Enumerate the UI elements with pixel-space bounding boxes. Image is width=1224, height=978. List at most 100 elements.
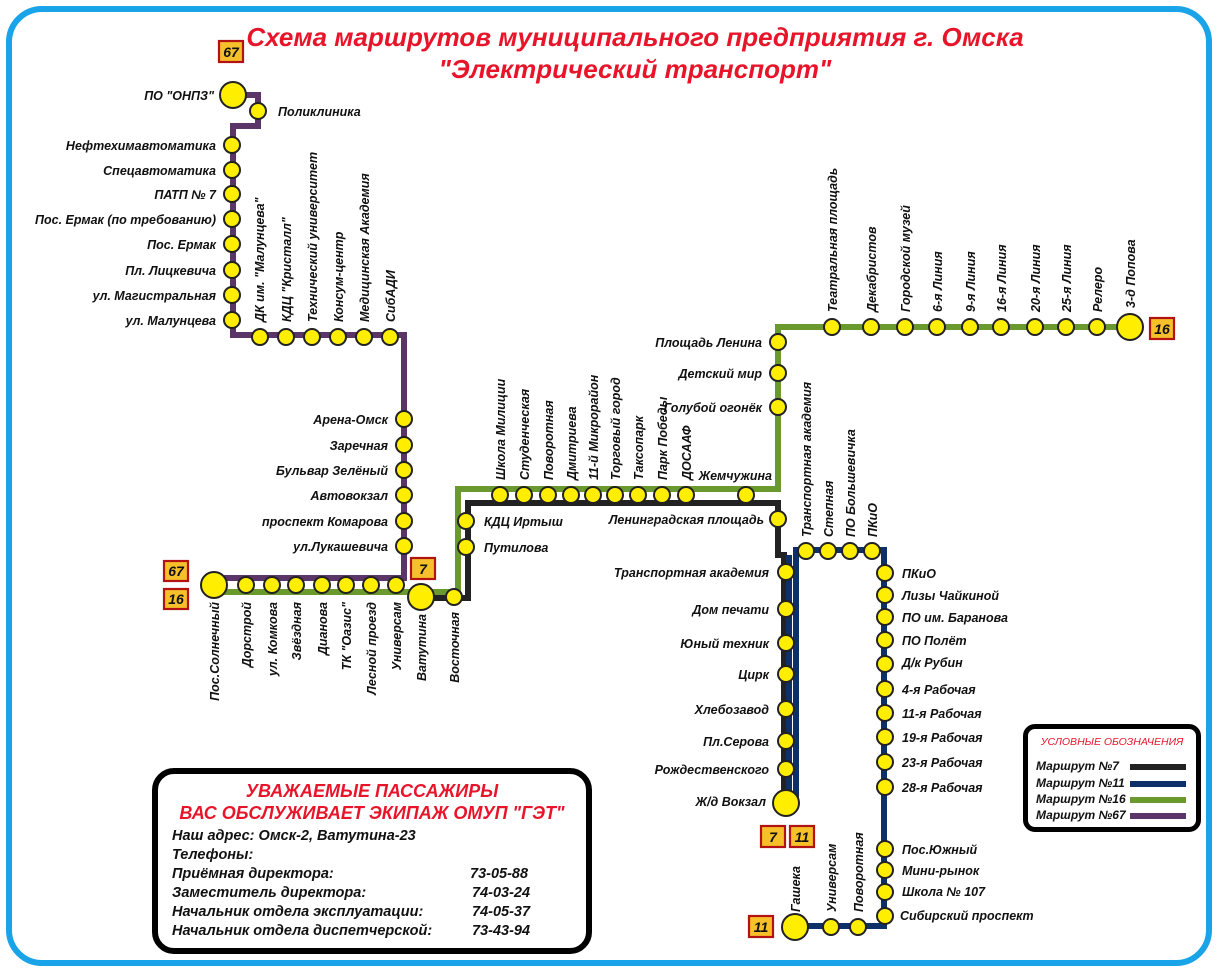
stop-lukashevicha[interactable] [395, 537, 413, 555]
stop-sibadi[interactable] [381, 328, 399, 346]
contact-phone: 74-05-37 [472, 904, 531, 920]
stop-med-acad[interactable] [355, 328, 373, 346]
stop-popova[interactable] [1116, 313, 1144, 341]
stop-transp-acad[interactable] [777, 563, 795, 581]
stop-zvezdnaya[interactable] [287, 576, 305, 594]
stop-sib-prosp[interactable] [876, 907, 894, 925]
stop-ermak-req[interactable] [223, 210, 241, 228]
stop-ermak[interactable] [223, 235, 241, 253]
label-neftehim: Нефтехимавтоматика [66, 139, 216, 153]
stop-l9[interactable] [961, 318, 979, 336]
stop-po-polet[interactable] [876, 631, 894, 649]
stop-maluntseva[interactable] [223, 311, 241, 329]
stop-cirk[interactable] [777, 665, 795, 683]
stop-mini-rynok[interactable] [876, 861, 894, 879]
stop-detsky-mir[interactable] [769, 364, 787, 382]
stop-povorotnaya2[interactable] [849, 918, 867, 936]
stop-shkola-milicii[interactable] [491, 486, 509, 504]
label-r11: 11-я Рабочая [902, 707, 982, 721]
stop-specavto[interactable] [223, 161, 241, 179]
stop-zarechnaya[interactable] [395, 436, 413, 454]
stop-yuny-tehnik[interactable] [777, 634, 795, 652]
stop-dk-maluntseva[interactable] [251, 328, 269, 346]
label-patp7: ПАТП № 7 [154, 188, 217, 202]
svg-text:16: 16 [1154, 321, 1170, 337]
stop-povorotnaya[interactable] [539, 486, 557, 504]
stop-stepnaya[interactable] [819, 542, 837, 560]
stop-shkola107[interactable] [876, 883, 894, 901]
label-shkola107: Школа № 107 [902, 885, 986, 899]
stop-komkova[interactable] [263, 576, 281, 594]
stop-kdc-kristall[interactable] [277, 328, 295, 346]
stop-zhemchuzhina[interactable] [737, 486, 755, 504]
stop-r28[interactable] [876, 778, 894, 796]
label-zhemchuzhina: Жемчужина [698, 469, 772, 483]
stop-lesnoy[interactable] [362, 576, 380, 594]
stop-magistralnaya[interactable] [223, 286, 241, 304]
label-lukashevicha: ул.Лукашевича [292, 540, 388, 554]
stop-dk-rubin[interactable] [876, 655, 894, 673]
stop-leningradskaya[interactable] [769, 510, 787, 528]
stop-studencheskaya[interactable] [515, 486, 533, 504]
stop-l20[interactable] [1026, 318, 1044, 336]
stop-golouboy[interactable] [769, 398, 787, 416]
stop-dom-pechati[interactable] [777, 600, 795, 618]
stop-vostochnaya[interactable] [445, 588, 463, 606]
label-lizy: Лизы Чайкиной [901, 589, 999, 603]
stop-dosaaf[interactable] [677, 486, 695, 504]
stop-arena[interactable] [395, 410, 413, 428]
stop-taksopark[interactable] [629, 486, 647, 504]
stop-dekabristov[interactable] [862, 318, 880, 336]
stop-dianova[interactable] [313, 576, 331, 594]
stop-komarova[interactable] [395, 512, 413, 530]
stop-park-pobedy[interactable] [653, 486, 671, 504]
stop-pl-lenina[interactable] [769, 333, 787, 351]
stop-pkio[interactable] [876, 564, 894, 582]
stop-konsum[interactable] [329, 328, 347, 346]
stop-teatr[interactable] [823, 318, 841, 336]
label-l25: 25-я Линия [1060, 244, 1074, 313]
stop-poliklinika[interactable] [249, 102, 267, 120]
stop-relero[interactable] [1088, 318, 1106, 336]
stop-dorstroy[interactable] [237, 576, 255, 594]
label-dosaaf: ДОСААФ [680, 425, 694, 481]
stop-transp-acad-v[interactable] [797, 542, 815, 560]
stop-zhd-vokzal[interactable] [772, 789, 800, 817]
stop-litskevicha[interactable] [223, 261, 241, 279]
stop-rozhdestv[interactable] [777, 760, 795, 778]
stop-lizy[interactable] [876, 586, 894, 604]
stop-tk-oazis[interactable] [337, 576, 355, 594]
stop-avtovokzal[interactable] [395, 486, 413, 504]
stop-l6[interactable] [928, 318, 946, 336]
stop-solnechny[interactable] [200, 571, 228, 599]
stop-l25[interactable] [1057, 318, 1075, 336]
stop-pkio-v[interactable] [863, 542, 881, 560]
stop-onpz[interactable] [219, 81, 247, 109]
stop-patp7[interactable] [223, 185, 241, 203]
stop-gasheka[interactable] [781, 913, 809, 941]
stop-r4[interactable] [876, 680, 894, 698]
stop-r11[interactable] [876, 704, 894, 722]
stop-hlebozavod[interactable] [777, 700, 795, 718]
stop-pl-serova[interactable] [777, 732, 795, 750]
stop-r19[interactable] [876, 728, 894, 746]
stop-vatutina[interactable] [407, 583, 435, 611]
stop-univermas2[interactable] [822, 918, 840, 936]
label-onpz: ПО "ОНПЗ" [144, 89, 215, 103]
stop-tech-univ[interactable] [303, 328, 321, 346]
stop-mkr11[interactable] [584, 486, 602, 504]
stop-bulvar[interactable] [395, 461, 413, 479]
stop-l16[interactable] [992, 318, 1010, 336]
stop-neftehim[interactable] [223, 136, 241, 154]
stop-pos-yuzhny[interactable] [876, 840, 894, 858]
stop-dmitrieva[interactable] [562, 486, 580, 504]
stop-kdc-irtysh[interactable] [457, 512, 475, 530]
stop-po-baranova[interactable] [876, 608, 894, 626]
stop-putilova[interactable] [457, 538, 475, 556]
stop-po-bolshevichka[interactable] [841, 542, 859, 560]
stop-gor-muzey[interactable] [896, 318, 914, 336]
stop-torg-gorod[interactable] [606, 486, 624, 504]
label-tech-univ: Технический университет [306, 152, 320, 322]
stop-r23[interactable] [876, 753, 894, 771]
stop-univermas[interactable] [387, 576, 405, 594]
